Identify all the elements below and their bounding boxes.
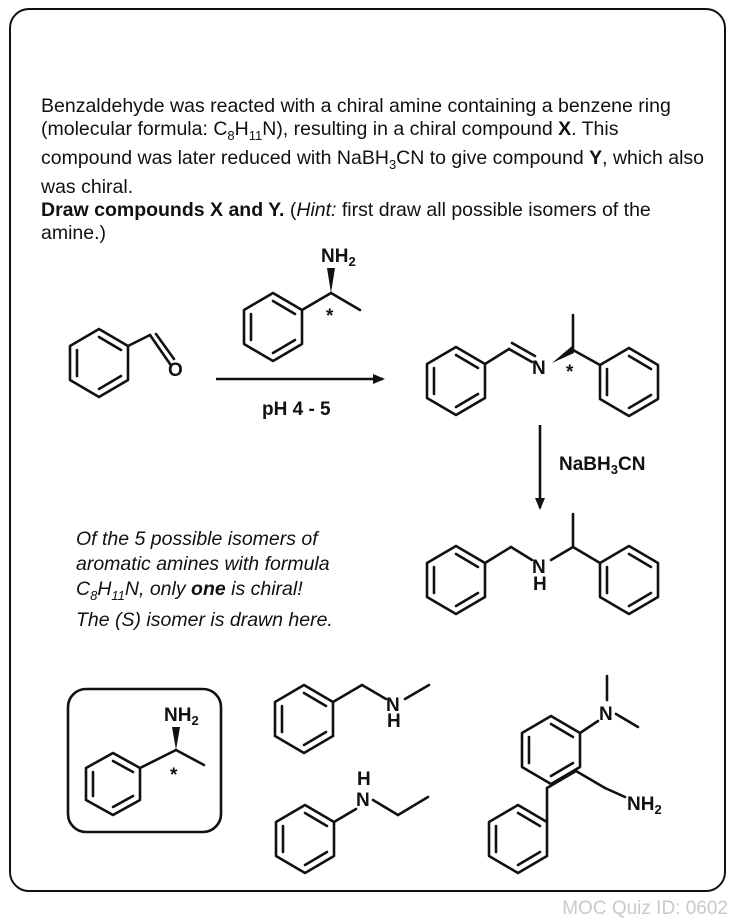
isomer-2-n-methylbenzylamine: N H (273, 683, 431, 755)
chiral-amine-reagent: NH2 * (242, 246, 362, 363)
isomer-5-phenethylamine: NH2 (487, 769, 662, 875)
isomer-1-nh2-label: NH2 (164, 705, 199, 728)
isomer-2-nitrogen: N (386, 695, 400, 716)
reagent-label: NaBH3CN (559, 454, 645, 477)
question-text: Benzaldehyde was reacted with a chiral a… (41, 95, 705, 244)
isomer-3-dimethylaniline: N (520, 674, 640, 786)
isomer-4-n-ethylaniline: H N (274, 769, 430, 875)
isomer-4-hydrogen: H (357, 769, 371, 790)
amine-product-y: N H (425, 512, 660, 616)
condition-ph-label: pH 4 - 5 (262, 399, 331, 420)
isomer-2-hydrogen: H (387, 711, 401, 732)
isomer-4-nitrogen: N (356, 790, 370, 811)
amine-hydrogen-label: H (533, 574, 547, 595)
stereocenter-marker: * (326, 306, 334, 327)
quiz-id-label: MOC Quiz ID: 0602 (562, 898, 728, 919)
benzaldehyde-structure: O (68, 327, 183, 399)
imine-nitrogen-label: N (532, 358, 546, 379)
isomer-5-nh2-label: NH2 (627, 794, 662, 817)
isomer-1-stereocenter: * (170, 765, 178, 786)
imine-product-x: N * (425, 313, 660, 418)
task-text: Draw compounds X and Y. (41, 198, 285, 221)
chiral-isomer-box (66, 687, 223, 834)
quiz-card (9, 8, 726, 892)
isomer-1-phenylethylamine: NH2 * (84, 705, 206, 817)
carbonyl-oxygen-label: O (168, 360, 183, 381)
isomer-note: Of the 5 possible isomers of aromatic am… (76, 528, 333, 631)
imine-stereocenter-marker: * (566, 362, 574, 383)
amine-nitrogen-label: N (532, 557, 546, 578)
isomer-3-nitrogen: N (599, 704, 613, 725)
amine-nh2-label: NH2 (321, 246, 356, 269)
